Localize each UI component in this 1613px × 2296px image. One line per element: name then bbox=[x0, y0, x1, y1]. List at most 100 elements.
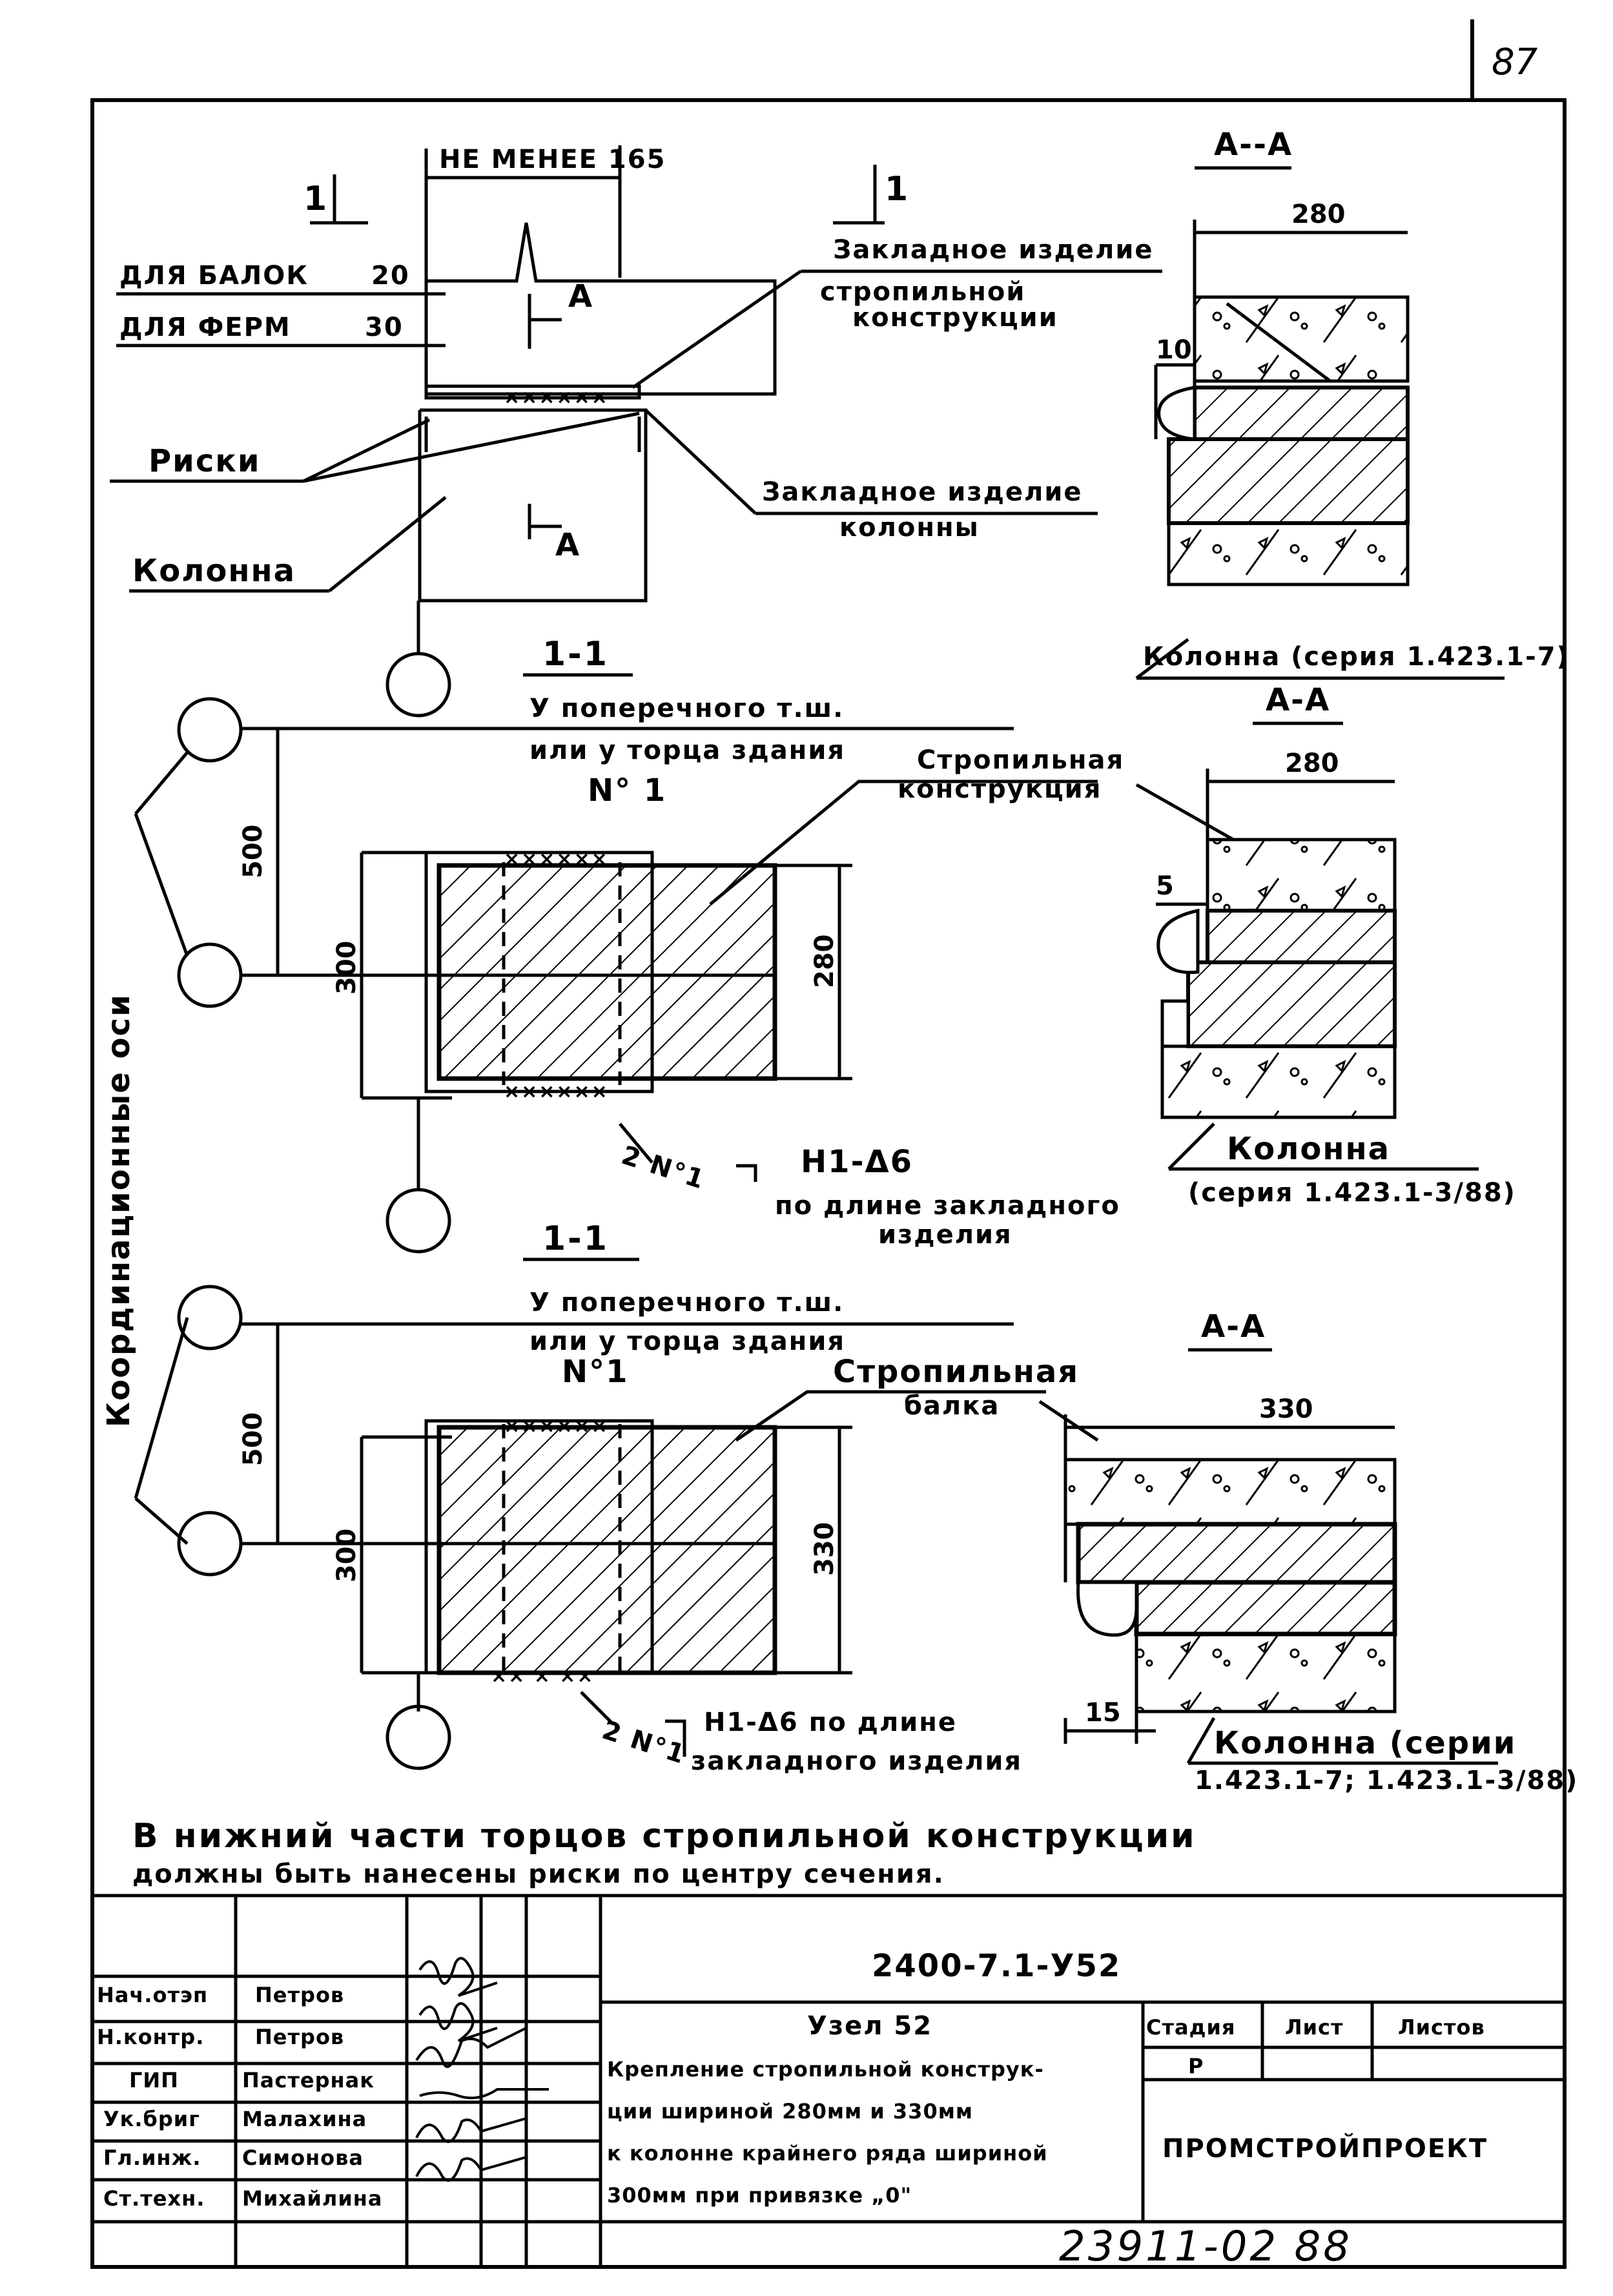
node-title: Узел 52 bbox=[807, 2011, 932, 2041]
title-block: 2400-7.1-У52 Нач.отэп Н.контр. ГИП Ук.бр… bbox=[92, 1894, 1565, 2267]
section-11b-line1: У поперечного т.ш. bbox=[529, 1288, 844, 1318]
svg-text:××××××: ×××××× bbox=[504, 1415, 609, 1438]
section-11a-weld-spec: Н1-Δ6 bbox=[801, 1144, 913, 1180]
section-11a-dim-280: 280 bbox=[810, 935, 839, 989]
section-aa-2-column-label-2: (серия 1.423.1-3/88) bbox=[1188, 1178, 1516, 1208]
section-11b-weld-spec: Н1-Δ6 по длине bbox=[704, 1708, 957, 1737]
section-letter-bottom: А bbox=[555, 527, 580, 563]
section-aa-3-column-label-1: Колонна (серии bbox=[1214, 1725, 1516, 1761]
beams-label: ДЛЯ БАЛОК bbox=[119, 261, 309, 291]
section-11a-weld-mark: 2 N°1 bbox=[618, 1141, 709, 1195]
roof-embed-label-2: стропильной bbox=[820, 277, 1025, 307]
section-mark-right: 1 bbox=[885, 170, 910, 209]
section-11b-line2: или у торца здания bbox=[529, 1327, 845, 1356]
stage-header: Стадия bbox=[1146, 2015, 1235, 2040]
section-aa-1-gap: 10 bbox=[1156, 335, 1192, 365]
section-11-a: 1-1 У поперечного т.ш. или у торца здани… bbox=[238, 635, 1124, 1250]
detail-elevation: ×××××× НЕ МЕНЕЕ 165 1 1 ДЛЯ БАЛОК 20 ДЛЯ… bbox=[110, 145, 1162, 718]
section-aa-3-offset: 15 bbox=[1085, 1698, 1121, 1728]
section-11a-item: N° 1 bbox=[588, 772, 666, 809]
section-11a-dim-500: 500 bbox=[238, 825, 268, 879]
column-embed-label-1: Закладное изделие bbox=[762, 477, 1082, 507]
svg-text:××××××: ×××××× bbox=[504, 848, 609, 871]
name-3: Пастернак bbox=[242, 2068, 375, 2093]
beams-value: 20 bbox=[371, 261, 410, 291]
sheet-header: Лист bbox=[1285, 2015, 1344, 2040]
section-aa-2-width: 280 bbox=[1285, 749, 1339, 778]
roof-embed-label-3: конструкции bbox=[852, 303, 1058, 333]
sheets-header: Листов bbox=[1398, 2015, 1485, 2040]
role-3: ГИП bbox=[129, 2068, 179, 2093]
column-embed-label-2: колонны bbox=[839, 513, 980, 543]
section-11a-roof-label-1: Стропильная bbox=[917, 745, 1124, 775]
role-1: Нач.отэп bbox=[97, 1983, 208, 2007]
section-11b-dim-330: 330 bbox=[810, 1522, 839, 1577]
section-aa-2-title: А-А bbox=[1266, 682, 1330, 718]
signatures bbox=[415, 1957, 549, 2182]
roof-embed-label-1: Закладное изделие bbox=[833, 235, 1153, 265]
section-aa-1: А--А 280 10 Колонна (серия 1.423.1-7) bbox=[1135, 127, 1570, 680]
section-aa-1-width: 280 bbox=[1291, 200, 1346, 229]
column-label: Колонна bbox=[132, 553, 296, 589]
svg-text:××××××: ×××××× bbox=[504, 1081, 609, 1103]
section-mark-left: 1 bbox=[303, 180, 329, 218]
section-aa-1-title: А--А bbox=[1214, 127, 1293, 163]
name-6: Михайлина bbox=[242, 2186, 382, 2211]
name-5: Симонова bbox=[242, 2146, 364, 2170]
section-11-b: 1-1 У поперечного т.ш. или у торца здани… bbox=[238, 1219, 1079, 1776]
desc-line-4: 300мм при привязке „0" bbox=[607, 2183, 912, 2208]
section-11a-line2: или у торца здания bbox=[529, 736, 845, 765]
svg-text:×× × ××: ×× × ×× bbox=[491, 1665, 595, 1688]
axis-markers-a bbox=[177, 697, 451, 1254]
section-11b-roof-label-2: балка bbox=[904, 1391, 1000, 1421]
section-11b-weld-note: закладного изделия bbox=[691, 1746, 1022, 1776]
section-aa-3-title: А-А bbox=[1201, 1308, 1266, 1345]
name-1: Петров bbox=[255, 1983, 344, 2007]
section-aa-1-column-label: Колонна (серия 1.423.1-7) bbox=[1143, 642, 1570, 672]
risk-label: Риски bbox=[149, 443, 260, 479]
note-line-1: В нижний части торцов стропильной констр… bbox=[132, 1817, 1197, 1856]
section-11a-title: 1-1 bbox=[542, 635, 609, 674]
section-11a-dim-300: 300 bbox=[332, 941, 362, 995]
section-11b-dim-500: 500 bbox=[238, 1412, 268, 1467]
coordination-axes-label: Координационные оси bbox=[101, 993, 137, 1427]
section-11b-item: N°1 bbox=[562, 1354, 629, 1390]
stage-value: Р bbox=[1188, 2054, 1204, 2078]
axis-markers-b bbox=[177, 1285, 451, 1770]
axes-leaders bbox=[134, 751, 189, 1545]
role-4: Ук.бриг bbox=[103, 2107, 200, 2131]
section-aa-3: А-А 330 15 Колонна (серии 1.423.1-7; 1.4… bbox=[1038, 1308, 1578, 1795]
section-11b-dim-300: 300 bbox=[332, 1529, 362, 1583]
section-aa-3-width: 330 bbox=[1259, 1394, 1313, 1424]
section-aa-3-column-label-2: 1.423.1-7; 1.423.1-3/88) bbox=[1195, 1766, 1578, 1795]
name-2: Петров bbox=[255, 2025, 344, 2049]
desc-line-2: ции шириной 280мм и 330мм bbox=[607, 2099, 973, 2124]
section-aa-2-column-label-1: Колонна bbox=[1227, 1131, 1390, 1167]
section-aa-2-gap: 5 bbox=[1156, 871, 1174, 901]
section-11a-weld-note-2: изделия bbox=[878, 1220, 1012, 1250]
role-5: Гл.инж. bbox=[103, 2146, 201, 2170]
section-letter-top: А bbox=[568, 278, 593, 315]
svg-text:××××××: ×××××× bbox=[504, 386, 609, 409]
archive-number: 23911-02 88 bbox=[1059, 2223, 1352, 2271]
section-11b-title: 1-1 bbox=[542, 1219, 609, 1258]
desc-line-3: к колонне крайнего ряда шириной bbox=[607, 2141, 1048, 2166]
role-2: Н.контр. bbox=[97, 2025, 204, 2049]
section-11a-roof-label-2: конструкция bbox=[898, 774, 1102, 804]
name-4: Малахина bbox=[242, 2107, 367, 2131]
desc-line-1: Крепление стропильной конструк- bbox=[607, 2057, 1044, 2082]
sheet-number: 87 bbox=[1492, 41, 1538, 83]
section-11a-line1: У поперечного т.ш. bbox=[529, 694, 844, 723]
trusses-label: ДЛЯ ФЕРМ bbox=[119, 313, 291, 342]
note-line-2: должны быть нанесены риски по центру сеч… bbox=[132, 1859, 945, 1889]
doc-code: 2400-7.1-У52 bbox=[872, 1948, 1121, 1984]
sheet-frame bbox=[90, 19, 1567, 2269]
role-6: Ст.техн. bbox=[103, 2186, 205, 2211]
trusses-value: 30 bbox=[365, 313, 404, 342]
section-aa-2: А-А 280 5 Колонна (серия 1.423.1-3/88) bbox=[1135, 682, 1516, 1208]
section-11a-weld-note-1: по длине закладного bbox=[775, 1191, 1120, 1221]
section-11b-roof-label-1: Стропильная bbox=[833, 1354, 1079, 1390]
min-dimension-label: НЕ МЕНЕЕ 165 bbox=[439, 145, 666, 174]
org-name: ПРОМСТРОЙПРОЕКТ bbox=[1162, 2133, 1488, 2164]
